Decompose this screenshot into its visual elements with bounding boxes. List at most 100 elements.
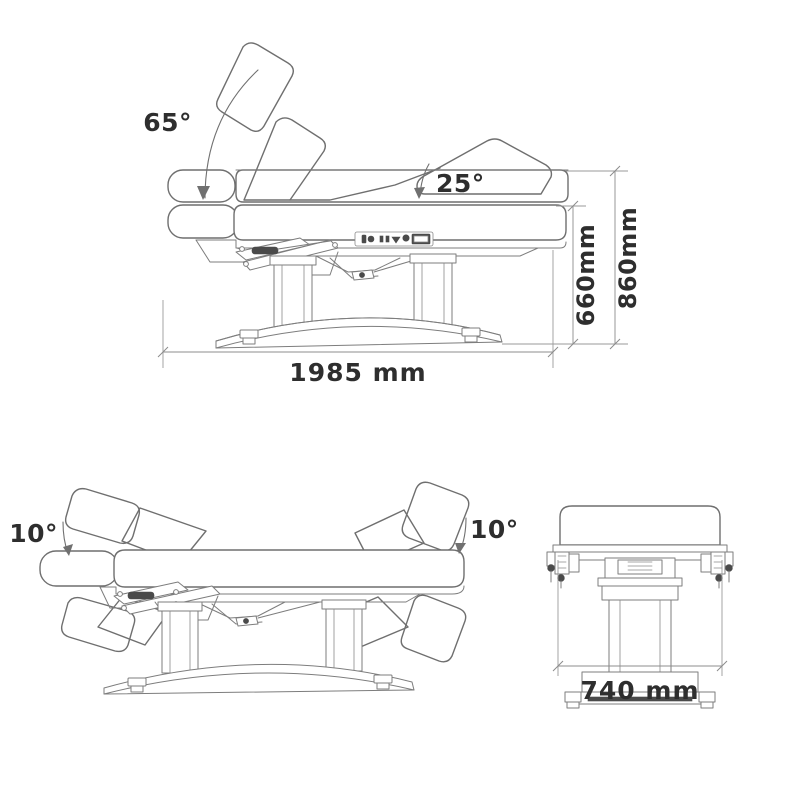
front-top-plate: [552, 544, 728, 553]
center-mechanism-ribs: [627, 561, 653, 571]
control-display-screen: [413, 235, 429, 243]
column-left-outer: [273, 264, 313, 328]
headrest-pad: [167, 204, 239, 239]
base-foot-left-pad: [242, 337, 256, 345]
center-linkage-tilt-view: [195, 601, 321, 627]
left-rail-block: [554, 551, 570, 575]
column-right-outer: [413, 262, 453, 326]
control-box-assembly: [354, 231, 434, 247]
column-right-body-2: [325, 608, 363, 672]
angle-10-right-arrowhead: [455, 543, 466, 554]
left-rail-stems: [550, 570, 562, 589]
front-top-cushion: [559, 505, 721, 546]
foot-section-tilt-up: [401, 481, 470, 552]
column-left-lines-2: [169, 610, 191, 674]
dim-ticks-660: [567, 200, 579, 350]
left-rail-outer: [546, 551, 556, 567]
base-arch-body: [215, 317, 503, 349]
actuator-arm-lower: [242, 239, 339, 271]
column-leg-right-tilt-view: [321, 599, 367, 672]
control-indicator-2: [367, 235, 375, 243]
angle-25-annotation: 25°: [414, 163, 485, 199]
column-left-top-cap: [269, 255, 317, 266]
front-column: [601, 585, 679, 673]
angle-10-right-label: 10°: [470, 515, 519, 544]
backrest-lower-65deg: [243, 117, 327, 201]
column-right-top-cap: [409, 253, 457, 264]
actuator-pivot-bottom-2: [121, 605, 127, 611]
headrest-pad-tilt-view: [39, 550, 119, 587]
actuator-pivot-rod: [332, 242, 338, 248]
control-indicator-4: [385, 235, 390, 243]
front-base-assembly: [564, 671, 716, 709]
base-arch-body-2: [103, 663, 415, 695]
linkage-pivot-2: [243, 618, 249, 624]
linkage-tie-rod-2: [257, 601, 321, 619]
control-indicator-6: [402, 234, 410, 242]
base-dark-strip: [587, 696, 693, 702]
angle-10-left-annotation: 10°: [9, 519, 73, 556]
dimension-length-1985: 1985 mm: [157, 250, 559, 387]
head-end-bracket: [195, 239, 247, 263]
linkage-pivot: [359, 272, 365, 278]
angle-25-label: 25°: [436, 169, 485, 198]
column-left-inner-lines: [281, 264, 305, 328]
front-side-mechanism-left: [546, 551, 580, 589]
dimension-height-660: 660mm: [502, 200, 600, 350]
linkage-upper-arm: [315, 255, 401, 273]
base-foot-right-2: [373, 674, 393, 684]
column-left-cap-2: [157, 601, 203, 612]
actuator-motor-body: [251, 246, 279, 255]
dim-ticks-740: [552, 660, 728, 672]
center-mechanism-base-plate: [597, 577, 683, 587]
left-rail-knob-2: [557, 574, 565, 582]
dim-ticks-860: [609, 165, 621, 350]
front-foot-right-pad: [700, 701, 714, 709]
seat-platform-raised: [235, 169, 569, 203]
actuator-rod: [277, 240, 331, 250]
front-foot-left-pad: [566, 701, 580, 709]
base-bottom-edge: [215, 341, 503, 349]
actuator-pivot-mid-2: [173, 589, 179, 595]
left-rail-ribs: [557, 555, 567, 569]
view-tilt-range: 10° 10°: [9, 481, 519, 695]
arched-base: [215, 317, 503, 349]
dimension-length-label: 1985 mm: [289, 358, 426, 387]
right-rail-knob-2: [715, 574, 723, 582]
column-left-body-2: [161, 610, 199, 674]
head-actuator-assembly: [235, 237, 339, 271]
angle-10-left-label: 10°: [9, 519, 58, 548]
column-top-collar: [601, 585, 679, 601]
actuator-motor-body-2: [127, 591, 155, 600]
table-top-cushion: [233, 204, 567, 241]
column-leg-left: [269, 255, 317, 328]
arched-base-tilt-view: [103, 663, 415, 695]
base-foot-left-pad-2: [130, 685, 144, 693]
view-front-elevation: 740 mm: [546, 505, 734, 709]
column-front-lines: [619, 599, 661, 673]
backrest-upper-65deg: [215, 42, 295, 133]
angle-25-arrowhead: [414, 187, 425, 199]
left-rail-knob: [547, 564, 555, 572]
foot-section-tilt-down: [400, 594, 467, 663]
actuator-pivot-top: [239, 246, 245, 252]
angle-65-arrowhead: [197, 186, 210, 200]
base-foot-right-pad: [464, 335, 478, 343]
base-foot-right: [461, 327, 481, 337]
right-rail-outer: [724, 551, 734, 567]
angle-65-arc: [204, 69, 259, 199]
lowered-configuration: [167, 204, 567, 349]
dim-ticks-length: [157, 346, 559, 358]
right-rail-inner: [700, 553, 712, 573]
dimension-660-label: 660mm: [572, 224, 600, 327]
right-rail-knob: [725, 564, 733, 572]
right-rail-stems: [718, 570, 730, 589]
head-actuator-tilt-view: [113, 581, 221, 615]
front-foot-right: [698, 691, 716, 703]
dimension-width-740: 740 mm: [552, 560, 728, 705]
base-bottom-edge-2: [103, 689, 415, 695]
dimension-width-label: 740 mm: [581, 676, 700, 705]
legrest-25deg: [416, 138, 553, 195]
